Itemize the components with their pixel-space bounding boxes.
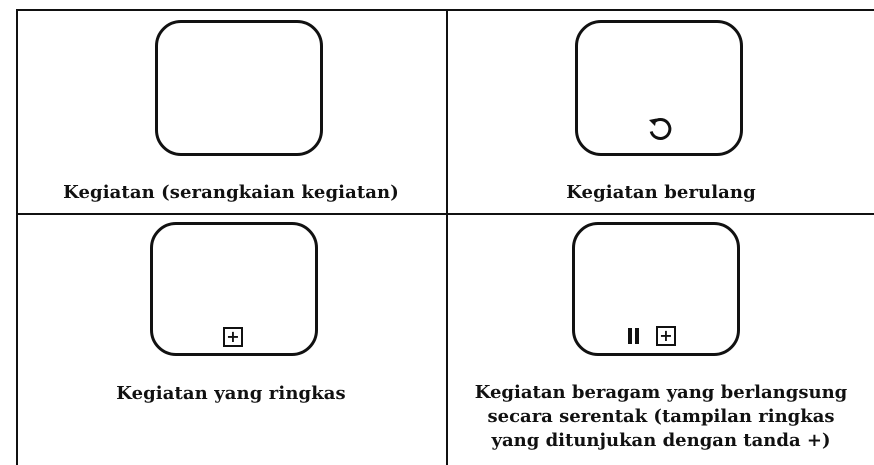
loop-activity-caption: Kegiatan berulang — [566, 182, 756, 203]
activity-caption: Kegiatan (serangkaian kegiatan) — [63, 182, 399, 203]
loop-activity-shape — [575, 20, 743, 156]
parallel-activity-shape — [572, 222, 740, 356]
table-frame — [16, 9, 874, 465]
parallel-bars-icon — [628, 328, 640, 344]
parallel-activity-caption: Kegiatan beragam yang berlangsung secara… — [448, 381, 874, 453]
caption-line: yang ditunjukan dengan tanda +) — [491, 430, 831, 451]
plus-marker: + — [656, 326, 676, 346]
caption-line: Kegiatan beragam yang berlangsung — [474, 382, 848, 403]
collapsed-activity-caption: Kegiatan yang ringkas — [116, 383, 346, 404]
column-divider — [446, 9, 448, 465]
plus-marker: + — [223, 327, 243, 347]
caption-line: secara serentak (tampilan ringkas — [487, 406, 835, 427]
row-divider — [16, 213, 874, 215]
activity-shape — [155, 20, 323, 156]
loop-icon — [649, 118, 672, 140]
